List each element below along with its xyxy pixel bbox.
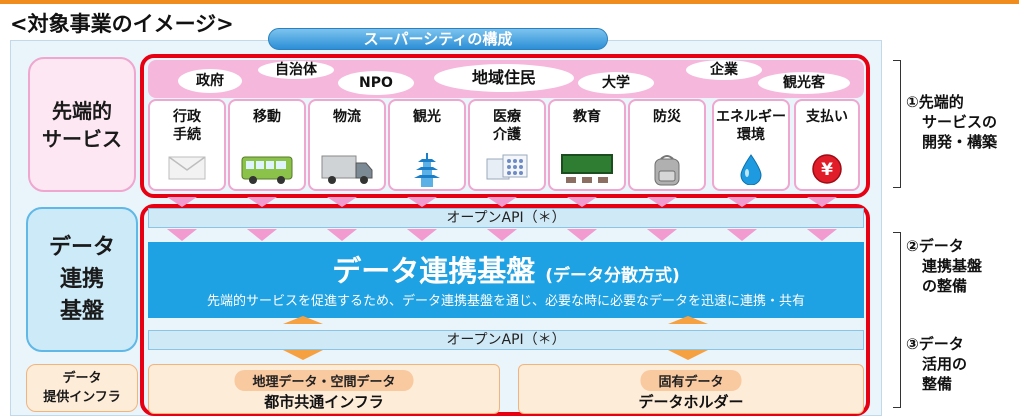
service-label: 教育 xyxy=(573,109,601,125)
actor-company: 企業 xyxy=(686,60,762,80)
service-payment: 支払い ¥ xyxy=(794,99,860,191)
label-data-infra: データ 提供インフラ xyxy=(26,364,138,412)
annotation-line: の整備 xyxy=(922,277,968,295)
yen-coin-icon: ¥ xyxy=(812,154,842,184)
blackboard-icon xyxy=(561,154,613,183)
svg-text:¥: ¥ xyxy=(821,160,833,180)
annotation-2: ②データ 連携基盤 の整備 xyxy=(906,236,982,296)
annotation-line: ②データ xyxy=(906,237,964,255)
label-line: データ xyxy=(48,234,115,260)
pagoda-icon xyxy=(414,153,440,187)
frame-platform xyxy=(140,204,870,416)
service-label: 支払い xyxy=(806,109,848,125)
super-city-title: スーパーシティの構成 xyxy=(268,28,608,50)
frame-services xyxy=(140,54,870,198)
service-label: 環境 xyxy=(737,127,765,143)
actor-npo: NPO xyxy=(338,71,414,95)
actors-band: 自治体 政府 NPO 地域住民 大学 企業 観光客 xyxy=(148,60,864,98)
service-energy-environment: エネルギー環境 xyxy=(712,99,790,191)
service-label: 介護 xyxy=(493,127,521,143)
service-education: 教育 xyxy=(548,99,626,191)
infra-name-city: 都市共通インフラ xyxy=(264,393,384,411)
annotation-line: 活用の xyxy=(922,355,968,373)
envelope-icon xyxy=(168,156,206,180)
service-label: 手続 xyxy=(173,127,201,143)
label-line: データ xyxy=(62,371,102,386)
actor-university: 大学 xyxy=(578,72,654,94)
infra-tag-proprietary: 固有データ xyxy=(640,370,742,391)
annotation-line: サービスの xyxy=(922,113,998,131)
label-line: 先端的 xyxy=(52,98,112,123)
label-line: 基盤 xyxy=(59,298,104,324)
label-line: 連携 xyxy=(59,266,104,292)
annotation-line: 整備 xyxy=(922,375,953,393)
annotation-line: ①先端的 xyxy=(906,93,964,111)
service-label: 移動 xyxy=(253,109,281,125)
service-label: 防災 xyxy=(653,109,681,125)
bus-icon xyxy=(241,156,293,184)
infra-name-holder: データホルダー xyxy=(638,393,744,411)
service-label: 観光 xyxy=(413,109,441,125)
service-administration: 行政手続 xyxy=(148,99,226,191)
annotation-line: 開発・構築 xyxy=(922,133,998,151)
annotation-line: ③データ xyxy=(906,335,964,353)
label-advanced-services: 先端的 サービス xyxy=(28,57,136,192)
actor-municipality: 自治体 xyxy=(258,61,334,79)
platform-title: データ連携基盤 xyxy=(332,254,536,288)
actor-tourists: 観光客 xyxy=(758,72,850,94)
annotation-line: 連携基盤 xyxy=(922,257,983,275)
service-tourism: 観光 xyxy=(388,99,466,191)
data-platform-box: データ連携基盤 (データ分散方式) 先端的サービスを促進するため、データ連携基盤を… xyxy=(148,242,864,318)
label-line: サービス xyxy=(42,126,122,151)
service-label: 物流 xyxy=(333,109,361,125)
annotation-3: ③データ 活用の 整備 xyxy=(906,334,967,394)
infra-city-common: 地理データ・空間データ 都市共通インフラ xyxy=(148,364,500,414)
open-api-bottom: オープンAPI（＊） xyxy=(148,330,864,350)
open-api-top: オープンAPI（＊） xyxy=(148,208,864,228)
service-logistics: 物流 xyxy=(308,99,386,191)
infra-data-holder: 固有データ データホルダー xyxy=(518,364,864,414)
label-line: 提供インフラ xyxy=(43,390,121,405)
infra-tag-geo: 地理データ・空間データ xyxy=(234,370,414,391)
page-title: <対象事業のイメージ> xyxy=(10,12,234,36)
service-label: 行政 xyxy=(173,109,201,125)
service-label: エネルギー xyxy=(716,109,786,125)
service-label: 医療 xyxy=(493,109,521,125)
service-medical-care: 医療介護 xyxy=(468,99,546,191)
label-data-platform: データ 連携 基盤 xyxy=(26,207,138,352)
water-drop-icon xyxy=(740,154,762,185)
service-mobility: 移動 xyxy=(228,99,306,191)
actor-residents: 地域住民 xyxy=(434,64,574,92)
truck-icon xyxy=(321,155,373,184)
platform-description: 先端的サービスを促進するため、データ連携基盤を通じ、必要な時に必要なデータを迅速… xyxy=(206,294,805,309)
bracket-platform xyxy=(893,232,901,408)
arrows-platform-infra xyxy=(283,316,708,360)
backpack-icon xyxy=(654,155,680,186)
bracket-services xyxy=(893,60,901,188)
platform-subtitle: (データ分散方式) xyxy=(545,266,680,286)
annotation-1: ①先端的 サービスの 開発・構築 xyxy=(906,92,997,152)
service-disaster-prevention: 防災 xyxy=(628,99,706,191)
actor-government: 政府 xyxy=(178,69,242,93)
arrows-service-to-platform xyxy=(167,197,837,241)
header-rule xyxy=(0,0,1019,4)
medicine-icon xyxy=(486,154,528,180)
